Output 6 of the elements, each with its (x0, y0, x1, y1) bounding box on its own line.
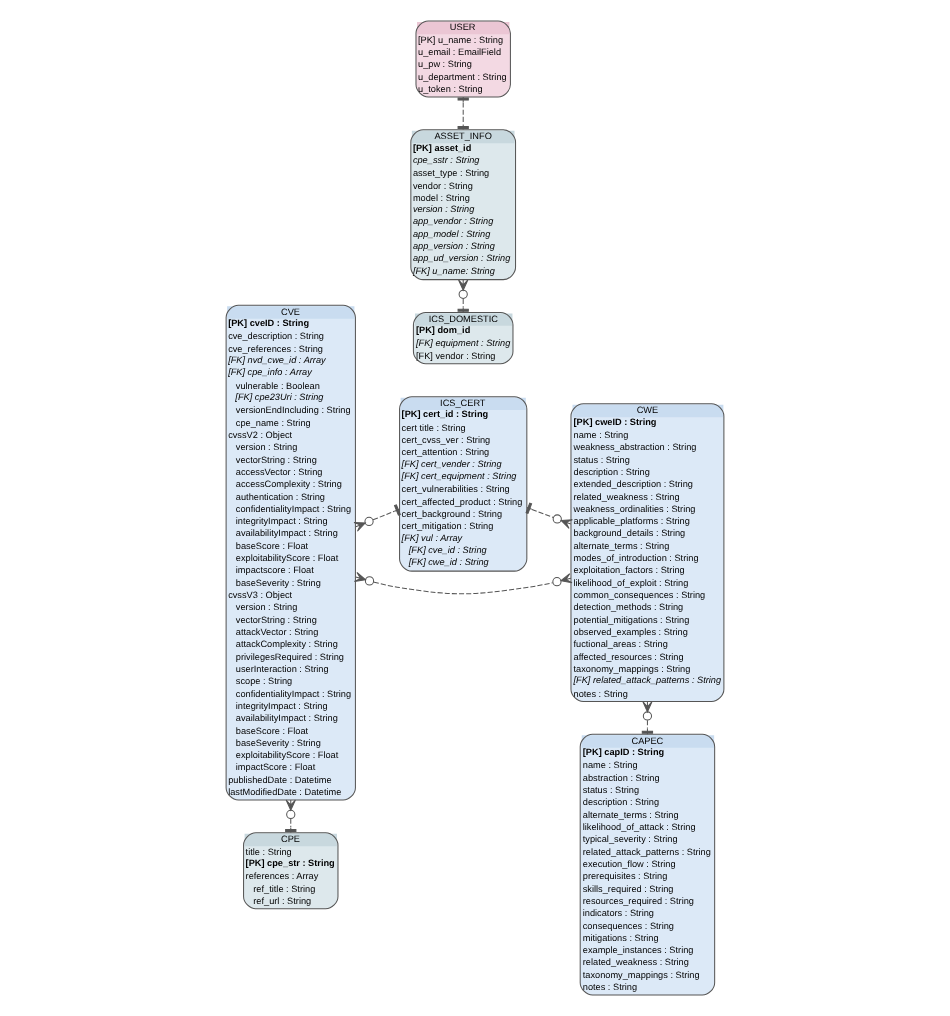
connector (285, 799, 297, 834)
connector (457, 279, 469, 313)
connector (525, 502, 573, 529)
connector (353, 504, 401, 532)
connector (353, 572, 573, 595)
connector (457, 96, 469, 131)
